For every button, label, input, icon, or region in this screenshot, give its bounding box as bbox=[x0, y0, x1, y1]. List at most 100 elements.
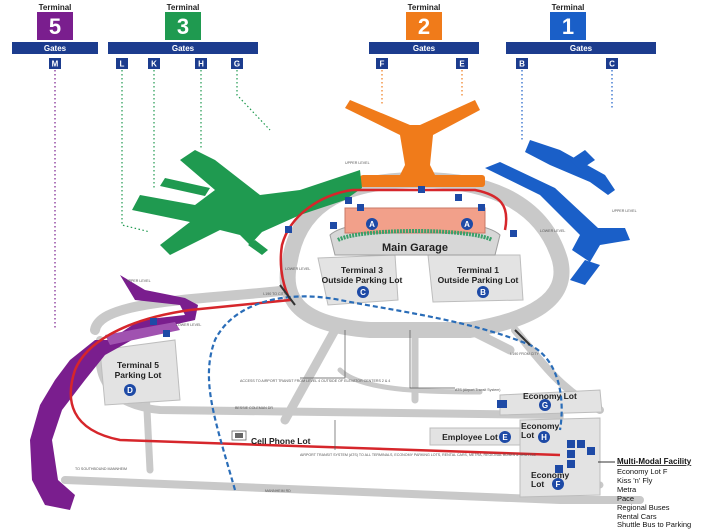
terminal-5-title: Terminal bbox=[39, 3, 72, 12]
economy-lot-top-shape bbox=[499, 389, 603, 416]
economy-lot-bot-label-2: Lot bbox=[531, 479, 544, 489]
terminal-2-title: Terminal bbox=[408, 3, 441, 12]
economy-lot-top: Economy Lot bbox=[497, 391, 577, 408]
multi-modal-item: Regional Buses bbox=[617, 503, 670, 512]
lower-level-label-t5: LOWER LEVEL bbox=[176, 323, 201, 327]
terminal-1-gates-bar bbox=[506, 42, 656, 54]
transit-note-label: AIRPORT TRANSIT SYSTEM (ATS) TO ALL TERM… bbox=[300, 453, 537, 457]
terminal-5-lot-shape bbox=[99, 339, 181, 406]
to-city-label: I-190 TO CITY bbox=[263, 292, 287, 296]
terminal-1-header: Terminal 1 Gates bbox=[506, 3, 656, 54]
terminal-3-header: Terminal 3 Gates bbox=[108, 3, 258, 54]
multi-modal-item: Economy Lot F bbox=[617, 467, 668, 476]
terminal-3-badge bbox=[165, 12, 201, 40]
employee-lot: Employee Lot bbox=[429, 427, 521, 446]
terminal-3-outside-lot: Terminal 3 Outside Parking Lot bbox=[322, 265, 403, 285]
terminal-1-title: Terminal bbox=[552, 3, 585, 12]
main-garage: Main Garage bbox=[329, 207, 501, 256]
multi-modal-item: Metra bbox=[617, 485, 637, 494]
t3-lot-line1: Terminal 3 bbox=[341, 265, 383, 275]
from-city-label: I-190 FROM CITY bbox=[510, 352, 540, 356]
multi-modal-item: Kiss 'n' Fly bbox=[617, 476, 653, 485]
lower-level-label-t3: LOWER LEVEL bbox=[285, 267, 310, 271]
ats-note-label: ATS (Airport Transit System) bbox=[455, 388, 500, 392]
terminal-3-number: 3 bbox=[177, 14, 189, 39]
upper-level-label-t1: UPPER LEVEL bbox=[612, 209, 637, 213]
gate-letters: M L K H G F E B C bbox=[49, 58, 618, 69]
terminal-2-gates-label: Gates bbox=[413, 44, 436, 53]
red-roadway-terminal-loop bbox=[352, 188, 508, 231]
upper-level-label-t3: UPPER LEVEL bbox=[345, 161, 370, 165]
gate-leader-lines bbox=[54, 70, 613, 330]
terminal-1-building bbox=[485, 140, 630, 285]
terminal-5-building bbox=[30, 275, 198, 510]
economy-lot-bot-label-1: Economy bbox=[531, 470, 570, 480]
terminal-5-badge bbox=[37, 12, 73, 40]
t5-lot-line2: Parking Lot bbox=[115, 370, 162, 380]
multi-modal-item: Shuttle Bus to Parking bbox=[617, 520, 691, 529]
economy-lot-mid: Economy Lot bbox=[521, 421, 560, 440]
marker-g: G bbox=[542, 401, 548, 410]
gate-h: H bbox=[198, 60, 204, 69]
terminal-3-gates-bar bbox=[108, 42, 258, 54]
gate-c: C bbox=[609, 60, 615, 69]
ats-transit-route bbox=[207, 295, 563, 491]
bessie-coleman-label: BESSIE COLEMAN DR bbox=[235, 406, 273, 410]
marker-a-left: A bbox=[369, 220, 375, 229]
terminal-5-gates-label: Gates bbox=[44, 44, 67, 53]
marker-f: F bbox=[556, 480, 561, 489]
gate-f: F bbox=[380, 60, 385, 69]
gate-e: E bbox=[459, 60, 465, 69]
terminal-1-badge bbox=[550, 12, 586, 40]
gate-b: B bbox=[519, 60, 525, 69]
t3-lot-line2: Outside Parking Lot bbox=[322, 275, 403, 285]
facility-icons bbox=[150, 186, 595, 473]
terminal-1-number: 1 bbox=[562, 14, 574, 39]
parking-markers: A A B C D E F G H bbox=[124, 218, 564, 490]
access-note-label: ACCESS TO AIRPORT TRANSIT FROM LEVEL 4 O… bbox=[240, 379, 390, 383]
economy-lot-mid-label-2: Lot bbox=[521, 430, 534, 440]
economy-lot-top-label: Economy Lot bbox=[523, 391, 577, 401]
red-roadway-route bbox=[69, 188, 561, 457]
multi-modal-item: Rental Cars bbox=[617, 512, 657, 521]
lower-level-label-t1: LOWER LEVEL bbox=[540, 229, 565, 233]
employee-lot-label: Employee Lot bbox=[442, 432, 498, 442]
cell-phone-lot: Cell Phone Lot bbox=[231, 430, 311, 446]
bus-icon bbox=[497, 400, 507, 408]
main-garage-label: Main Garage bbox=[382, 242, 448, 254]
t1-lot-line1: Terminal 1 bbox=[457, 265, 499, 275]
multi-modal-facility-legend: Multi-Modal Facility Economy Lot F Kiss … bbox=[598, 457, 692, 529]
gate-m: M bbox=[52, 60, 59, 69]
terminal-5-gates-bar bbox=[12, 42, 98, 54]
terminal-2-building bbox=[345, 100, 485, 187]
mannheim-label: MANNHEIM RD bbox=[265, 489, 291, 493]
multi-modal-item: Pace bbox=[617, 494, 634, 503]
terminal-3-building bbox=[132, 150, 362, 255]
mannheim-south-label: TO SOUTHBOUND MANNHEIM bbox=[75, 467, 127, 471]
marker-h: H bbox=[541, 433, 547, 442]
t1-lot-line2: Outside Parking Lot bbox=[438, 275, 519, 285]
gate-k: K bbox=[151, 60, 157, 69]
terminal-3-title: Terminal bbox=[167, 3, 200, 12]
road-labels: I-190 TO CITY I-190 FROM CITY BESSIE COL… bbox=[75, 161, 637, 493]
terminal-5-header: Terminal 5 Gates bbox=[12, 3, 98, 54]
marker-a-right: A bbox=[464, 220, 470, 229]
terminal-3-gates-label: Gates bbox=[172, 44, 195, 53]
terminal-2-badge bbox=[406, 12, 442, 40]
parking-areas bbox=[99, 254, 603, 498]
marker-d: D bbox=[127, 386, 133, 395]
callout-lines bbox=[300, 330, 455, 450]
terminal-1-gates-label: Gates bbox=[570, 44, 593, 53]
to-city-arrow bbox=[279, 284, 296, 306]
terminal-2-gates-bar bbox=[369, 42, 479, 54]
upper-level-label-t5: UPPER LEVEL bbox=[126, 279, 151, 283]
economy-lot-bottom: Economy Lot bbox=[531, 470, 570, 489]
marker-b: B bbox=[480, 288, 486, 297]
multi-modal-title: Multi-Modal Facility bbox=[617, 457, 692, 466]
cell-phone-lot-label: Cell Phone Lot bbox=[251, 436, 311, 446]
marker-c: C bbox=[360, 288, 366, 297]
from-city-arrow bbox=[514, 329, 531, 346]
terminal-2-number: 2 bbox=[418, 14, 430, 39]
